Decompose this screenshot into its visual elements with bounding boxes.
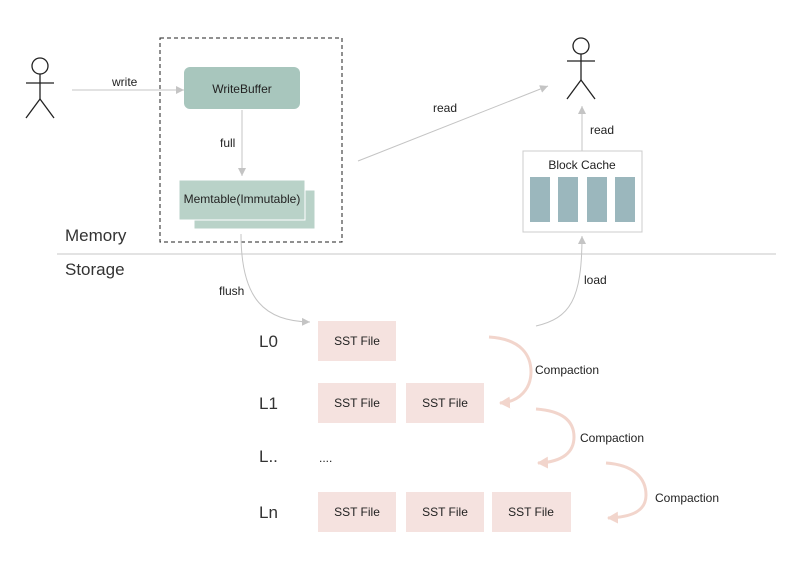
compaction-arrow-2	[535, 407, 576, 469]
memory-boundary-box	[159, 37, 343, 243]
writer-actor-icon	[25, 57, 55, 119]
memory-label: Memory	[65, 226, 127, 245]
write-buffer-label: WriteBuffer	[212, 82, 272, 96]
sst-file-l1-1	[318, 383, 396, 423]
load-label: load	[584, 273, 607, 287]
sst-file-ln-2	[406, 492, 484, 532]
flush-label: flush	[219, 284, 244, 298]
sst-file-l0-1	[318, 321, 396, 361]
level-l0-label: L0	[259, 332, 278, 351]
level-ellipsis: ....	[319, 451, 332, 465]
read-arrow-diagonal	[357, 85, 549, 162]
write-buffer-box	[184, 67, 300, 109]
cache-block	[558, 177, 578, 222]
cache-block	[615, 177, 635, 222]
sst-file-label: SST File	[422, 396, 468, 410]
sst-file-label: SST File	[334, 396, 380, 410]
sst-file-label: SST File	[334, 334, 380, 348]
compaction-label-1: Compaction	[535, 363, 599, 377]
write-label: write	[111, 75, 138, 89]
compaction-arrow-3	[605, 461, 648, 524]
sst-file-label: SST File	[334, 505, 380, 519]
sst-file-ln-1	[318, 492, 396, 532]
cache-block	[587, 177, 607, 222]
sst-file-l1-2	[406, 383, 484, 423]
level-l1-label: L1	[259, 394, 278, 413]
compaction-label-2: Compaction	[580, 431, 644, 445]
cache-block	[530, 177, 550, 222]
level-lx-label: L..	[259, 447, 278, 466]
compaction-label-3: Compaction	[655, 491, 719, 505]
level-ln-label: Ln	[259, 503, 278, 522]
memtable-label: Memtable(Immutable)	[184, 192, 301, 206]
sst-file-ln-3	[492, 492, 571, 532]
read-label-top: read	[433, 101, 457, 115]
sst-file-label: SST File	[422, 505, 468, 519]
reader-actor-icon	[566, 37, 596, 100]
memtable-box	[178, 179, 306, 221]
compaction-arrow-1	[488, 335, 533, 409]
block-cache-label: Block Cache	[548, 158, 616, 172]
full-label: full	[220, 136, 235, 150]
read-label-side: read	[590, 123, 614, 137]
flush-arrow	[240, 233, 311, 326]
load-arrow	[535, 235, 586, 327]
storage-label: Storage	[65, 260, 125, 279]
sst-file-label: SST File	[508, 505, 554, 519]
